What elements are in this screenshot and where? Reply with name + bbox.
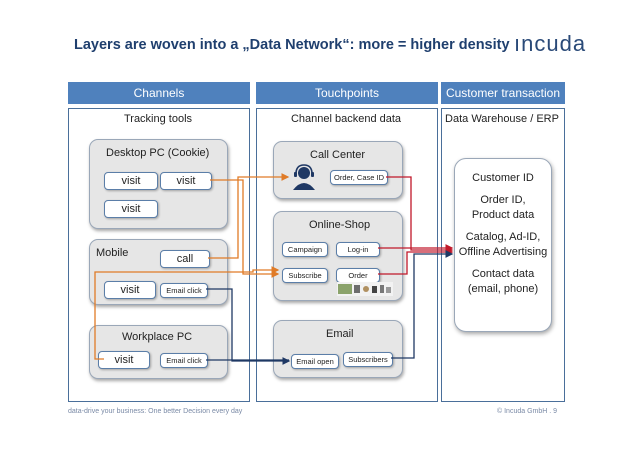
desktop-visit-2: visit <box>160 172 212 190</box>
orange-connector <box>94 266 280 360</box>
orange-connector <box>210 179 280 278</box>
customer-transaction-header: Customer transaction <box>441 82 565 104</box>
headset-agent-icon <box>293 164 315 190</box>
desktop-pc-label: Desktop PC (Cookie) <box>106 147 210 159</box>
slide-title: Layers are woven into a „Data Network“: … <box>74 37 510 53</box>
data-warehouse-subtitle: Data Warehouse / ERP <box>445 113 559 125</box>
customer-line: Order ID, <box>480 194 526 206</box>
footer-tagline: data-drive your business: One better Dec… <box>68 408 243 415</box>
orange-connector <box>208 173 290 259</box>
email-label: Email <box>326 328 354 340</box>
customer-line: (email, phone) <box>467 283 539 295</box>
email-open-tag: Email open <box>291 354 339 369</box>
footer-copyright: © Incuda GmbH . 9 <box>497 408 558 415</box>
channels-header: Channels <box>68 82 250 104</box>
subscribers-tag: Subscribers <box>343 352 393 367</box>
campaign-tag: Campaign <box>282 242 328 257</box>
customer-line: Contact data <box>471 268 535 280</box>
mobile-label: Mobile <box>96 247 129 259</box>
call-center-label: Call Center <box>310 149 366 161</box>
product-thumbnails-icon <box>337 282 393 296</box>
touchpoints-header: Touchpoints <box>256 82 438 104</box>
red-connector <box>386 176 454 254</box>
tracking-tools-subtitle: Tracking tools <box>123 113 193 125</box>
customer-line: Customer ID <box>472 172 534 184</box>
navy-connector <box>206 288 291 365</box>
customer-data-box: Customer ID Order ID, Product data Catal… <box>454 158 552 332</box>
subscribe-tag: Subscribe <box>282 268 328 283</box>
login-tag: Log-in <box>336 242 380 257</box>
mobile-email-click: Email click <box>160 283 208 298</box>
red-connector <box>378 248 454 275</box>
workplace-pc-label: Workplace PC <box>122 331 193 343</box>
customer-line: Catalog, Ad-ID, <box>465 231 541 243</box>
incuda-logo: ıncuda <box>514 31 587 56</box>
navy-connector <box>391 250 454 359</box>
customer-line: Offline Advertising <box>458 246 548 258</box>
desktop-visit-1: visit <box>104 172 158 190</box>
mobile-call: call <box>160 250 210 268</box>
mobile-visit: visit <box>104 281 156 299</box>
online-shop-label: Online-Shop <box>309 219 371 231</box>
workplace-visit: visit <box>98 351 150 369</box>
customer-line: Product data <box>471 209 535 221</box>
channel-backend-subtitle: Channel backend data <box>290 113 402 125</box>
desktop-visit-3: visit <box>104 200 158 218</box>
